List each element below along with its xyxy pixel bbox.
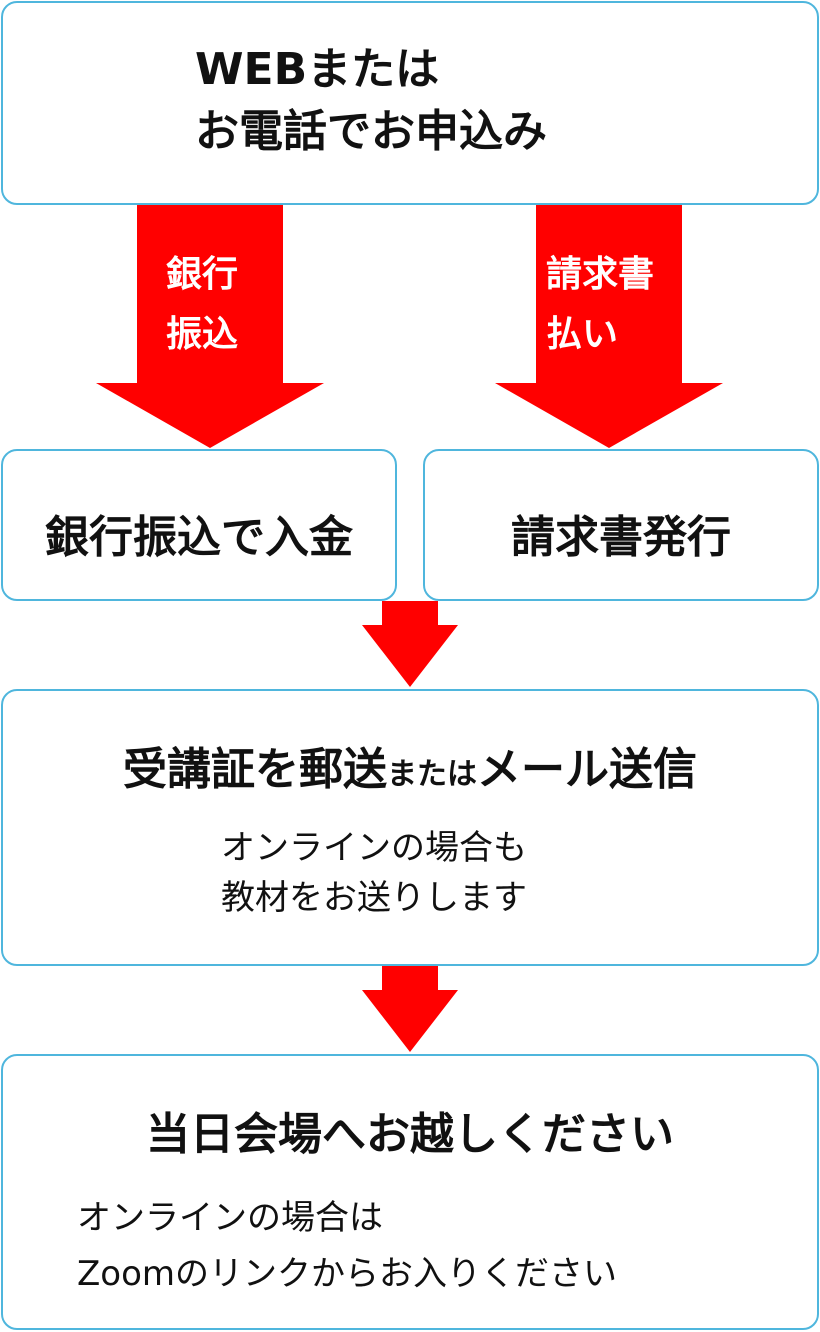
ticket-note-line-2: 教材をお送りします (221, 878, 527, 918)
invoice-title: 請求書発行 (511, 512, 731, 563)
down-arrow-to-ticket (362, 601, 458, 687)
ticket-title-part-2: または (387, 757, 477, 792)
bank-transfer-label-line-1: 銀行 (166, 254, 239, 295)
bank-transfer-arrow (96, 205, 324, 448)
invoice-label-line-1: 請求書 (546, 254, 655, 295)
apply-line-2: お電話でお申込み (195, 106, 547, 157)
event-day-title: 当日会場へお越しください (146, 1109, 674, 1160)
bank-transfer-label-line-2: 振込 (166, 314, 239, 355)
invoice-label-line-2: 払い (546, 314, 619, 355)
apply-step-box: WEBまたは お電話でお申込み (1, 1, 819, 205)
event-day-box: 当日会場へお越しください オンラインの場合は Zoomのリンクからお入りください (1, 1054, 819, 1330)
invoice-box: 請求書発行 (423, 449, 819, 601)
ticket-title-part-3: メール送信 (477, 744, 697, 795)
apply-step-title: WEBまたは お電話でお申込み (195, 39, 547, 163)
ticket-box: 受講証を郵送またはメール送信 オンラインの場合も 教材をお送りします (1, 689, 819, 966)
ticket-title: 受講証を郵送またはメール送信 (3, 733, 817, 797)
event-day-note-line-2: Zoomのリンクからお入りください (77, 1254, 618, 1294)
invoice-payment-arrow (495, 205, 723, 448)
ticket-note-line-1: オンラインの場合も (221, 828, 527, 868)
bank-transfer-box: 銀行振込で入金 (1, 449, 397, 601)
apply-line-1: WEBまたは (195, 44, 440, 95)
bank-transfer-title: 銀行振込で入金 (45, 512, 353, 563)
ticket-title-part-1: 受講証を郵送 (123, 744, 387, 795)
ticket-note: オンラインの場合も 教材をお送りします (221, 823, 527, 923)
bank-transfer-arrow-label: 銀行 振込 (166, 245, 238, 365)
down-arrow-to-day (362, 966, 458, 1052)
event-day-note: オンラインの場合は Zoomのリンクからお入りください (77, 1190, 617, 1302)
invoice-payment-arrow-label: 請求書 払い (546, 245, 654, 365)
event-day-note-line-1: オンラインの場合は (77, 1198, 383, 1238)
